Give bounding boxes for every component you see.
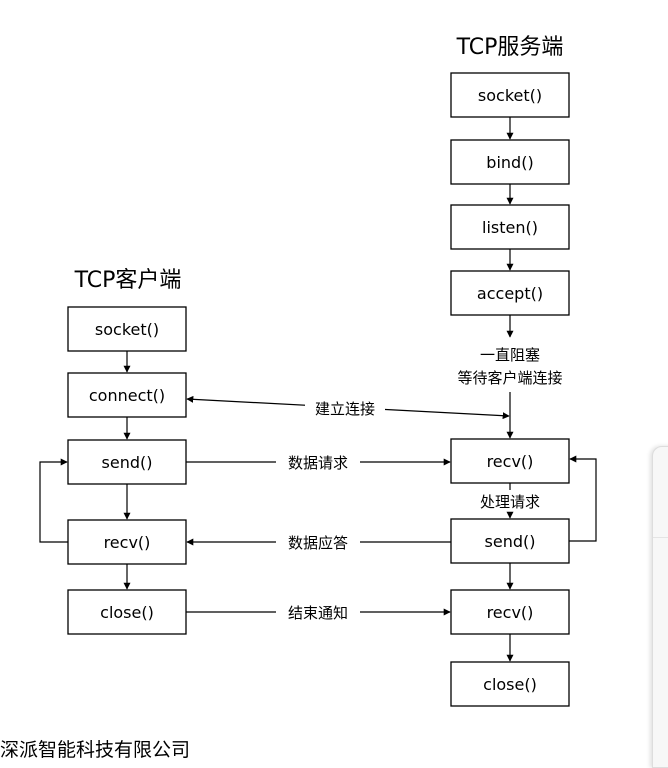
server-note-waiting: 等待客户端连接 bbox=[457, 369, 562, 387]
client-close-box: close() bbox=[67, 589, 187, 635]
client-recv-box: recv() bbox=[67, 519, 187, 565]
svg-text:recv(): recv() bbox=[487, 603, 534, 622]
svg-text:bind(): bind() bbox=[486, 153, 533, 172]
server-loop-arrow bbox=[569, 455, 597, 542]
svg-text:socket(): socket() bbox=[478, 86, 542, 105]
connect-label: 建立连接 bbox=[315, 400, 375, 418]
svg-text:connect(): connect() bbox=[89, 386, 165, 405]
svg-text:send(): send() bbox=[485, 532, 536, 551]
server-note-process: 处理请求 bbox=[480, 493, 540, 511]
client-socket-box: socket() bbox=[67, 306, 187, 352]
server-accept-box: accept() bbox=[450, 270, 570, 316]
side-panel-divider bbox=[653, 537, 668, 538]
footer-company-name: 深派智能科技有限公司 bbox=[0, 739, 191, 761]
svg-text:socket(): socket() bbox=[95, 320, 159, 339]
svg-text:recv(): recv() bbox=[104, 533, 151, 552]
response-label-bg bbox=[276, 532, 360, 552]
side-panel bbox=[652, 446, 668, 768]
server-recv2-box: recv() bbox=[450, 589, 570, 635]
client-loop-arrow bbox=[39, 458, 68, 543]
client-send-box: send() bbox=[67, 439, 187, 485]
client-connect-box: connect() bbox=[67, 372, 187, 418]
tcp-flow-diagram: TCP服务端 TCP客户端 socket() bind() listen() a… bbox=[39, 35, 597, 707]
notify-label: 结束通知 bbox=[288, 604, 348, 622]
server-bind-box: bind() bbox=[450, 139, 570, 185]
svg-text:accept(): accept() bbox=[477, 284, 543, 303]
request-label-bg bbox=[276, 452, 360, 472]
server-socket-box: socket() bbox=[450, 72, 570, 118]
svg-text:close(): close() bbox=[483, 675, 537, 694]
svg-text:send(): send() bbox=[102, 453, 153, 472]
notify-label-bg bbox=[276, 602, 360, 622]
server-send-box: send() bbox=[450, 518, 570, 564]
client-title: TCP客户端 bbox=[74, 268, 182, 293]
server-listen-box: listen() bbox=[450, 204, 570, 250]
server-note-blocking: 一直阻塞 bbox=[480, 346, 540, 364]
server-title: TCP服务端 bbox=[456, 35, 564, 60]
connect-label-bg bbox=[305, 398, 385, 418]
server-recv-box: recv() bbox=[450, 438, 570, 484]
svg-text:close(): close() bbox=[100, 603, 154, 622]
svg-text:recv(): recv() bbox=[487, 452, 534, 471]
server-close-box: close() bbox=[450, 661, 570, 707]
response-label: 数据应答 bbox=[288, 534, 348, 552]
request-label: 数据请求 bbox=[288, 454, 348, 472]
svg-text:listen(): listen() bbox=[482, 218, 538, 237]
